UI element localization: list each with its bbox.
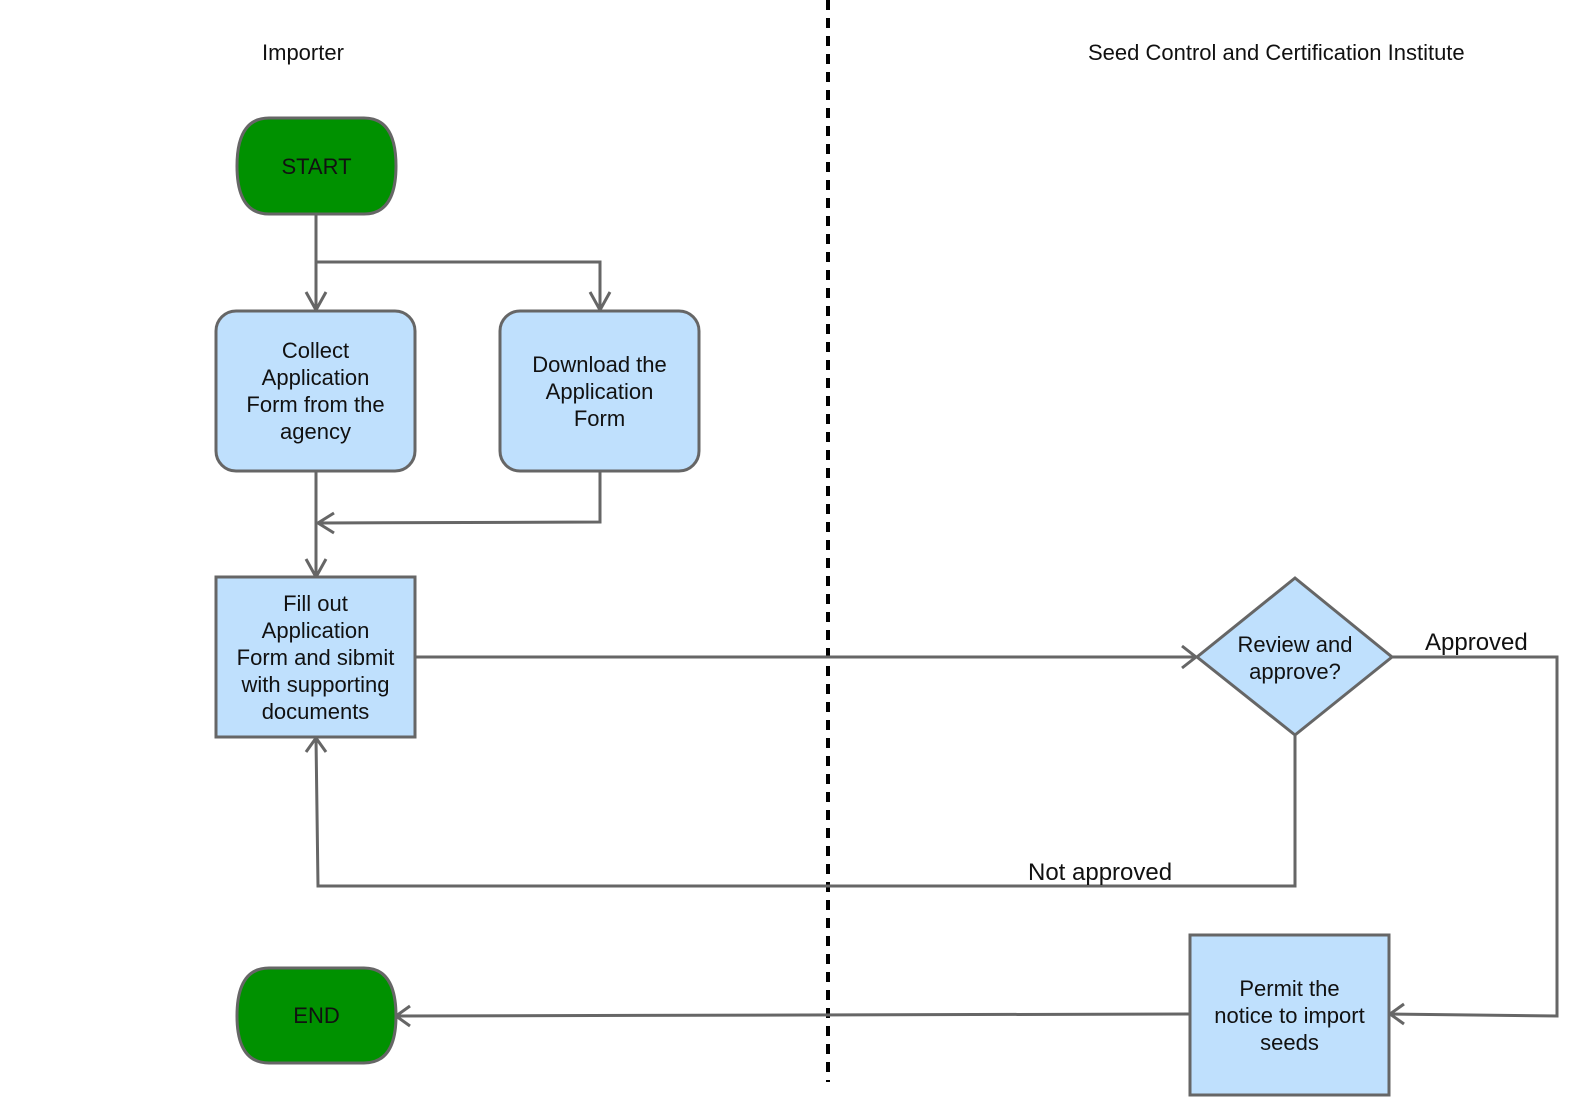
- lane-title-institute: Seed Control and Certification Institute: [1088, 40, 1465, 65]
- start-terminal: [235, 116, 398, 216]
- end-label: END: [293, 1003, 340, 1028]
- edge-review-approved-to-permit: [1389, 655, 1559, 1018]
- edge-download-to-fill: [317, 472, 602, 525]
- fill-form-box: [214, 575, 417, 739]
- edge-label-not-approved: Not approved: [1028, 859, 1173, 886]
- collect-form-box: [214, 309, 417, 473]
- review-decision: [1194, 576, 1395, 737]
- lane-title-importer: Importer: [262, 40, 344, 65]
- edge-review-not-approved-to-fill: [314, 735, 1297, 888]
- review-label: Review and approve?: [1237, 632, 1353, 684]
- fill-form-label: Fill out Application Form and sibmit wit…: [236, 590, 395, 724]
- download-form-label: Download the Application Form: [532, 351, 667, 431]
- start-label: START: [281, 153, 352, 179]
- collect-form-label: Collect Application Form from the agency: [246, 338, 385, 444]
- download-form-box: [498, 309, 701, 473]
- permit-label: Permit the notice to import seeds: [1214, 975, 1365, 1055]
- edge-permit-to-end: [395, 1012, 1191, 1018]
- arrowhead: [315, 511, 335, 535]
- edge-label-approved: Approved: [1425, 629, 1528, 656]
- permit-box: [1188, 933, 1391, 1097]
- end-terminal: [235, 966, 398, 1065]
- edge-start-to-download: [316, 260, 602, 310]
